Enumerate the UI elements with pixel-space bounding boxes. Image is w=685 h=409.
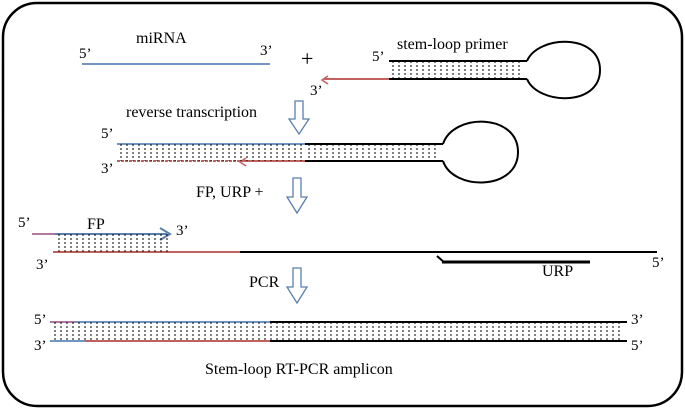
fp-duplex-ticks: [58, 234, 168, 252]
amplicon-ticks: [54, 322, 620, 341]
fp-urp-plus-label: FP, URP +: [196, 184, 264, 201]
step-4-amplicon: 5’ 3’ 3’ 5’ Stem-loop RT-PCR amplicon: [34, 312, 644, 378]
reverse-transcription-label: reverse transcription: [126, 104, 257, 121]
urp-label: URP: [542, 263, 573, 280]
step-2-rt-product: 5’ 3’: [101, 120, 520, 184]
rt-duplex-ticks: [120, 144, 302, 161]
cdna-3prime-end: 3’: [36, 257, 49, 273]
amplicon-bottom-3prime-end: 3’: [34, 338, 47, 354]
fp-3prime-end: 3’: [176, 223, 189, 239]
amplicon-top-5prime-end: 5’: [34, 312, 47, 328]
fp-5prime-end: 5’: [18, 215, 31, 231]
urp-hook: [436, 255, 446, 264]
primer-3prime-hook: [320, 75, 329, 85]
rt-primer-hook: [238, 157, 247, 167]
rt-3prime-end: 3’: [101, 161, 114, 177]
reverse-transcription-arrow: [287, 100, 311, 136]
fp-urp-arrow: [285, 177, 309, 215]
pcr-arrow: [285, 267, 309, 305]
rt-stem-ticks: [308, 144, 436, 161]
rt-5prime-end: 5’: [101, 126, 114, 142]
step-1-inputs: miRNA 5’ 3’ + stem-loop primer 5’ 3’: [79, 30, 602, 100]
cdna-5prime-end: 5’: [652, 255, 665, 271]
plus-sign: +: [301, 46, 313, 71]
mirna-3prime-end: 3’: [260, 43, 273, 59]
pcr-label: PCR: [249, 274, 280, 291]
step-3-primer-annealing: 5’ FP 3’ 3’ 5’ URP: [18, 215, 665, 280]
stem-loop-primer: [320, 40, 602, 100]
amplicon-top-3prime-end: 3’: [631, 312, 644, 328]
primer-stem-ticks: [392, 61, 520, 79]
mirna-5prime-end: 5’: [79, 46, 92, 62]
amplicon-caption: Stem-loop RT-PCR amplicon: [205, 361, 393, 378]
rt-loop: [442, 120, 520, 184]
fp-label: FP: [87, 216, 105, 233]
primer-loop: [526, 40, 602, 100]
fp-arrowhead: [159, 227, 172, 241]
stem-loop-primer-label: stem-loop primer: [397, 36, 508, 53]
amplicon-bottom-5prime-end: 5’: [631, 338, 644, 354]
primer-5prime-end: 5’: [372, 49, 385, 65]
mirna-label: miRNA: [136, 30, 187, 47]
primer-3prime-end: 3’: [310, 83, 323, 99]
